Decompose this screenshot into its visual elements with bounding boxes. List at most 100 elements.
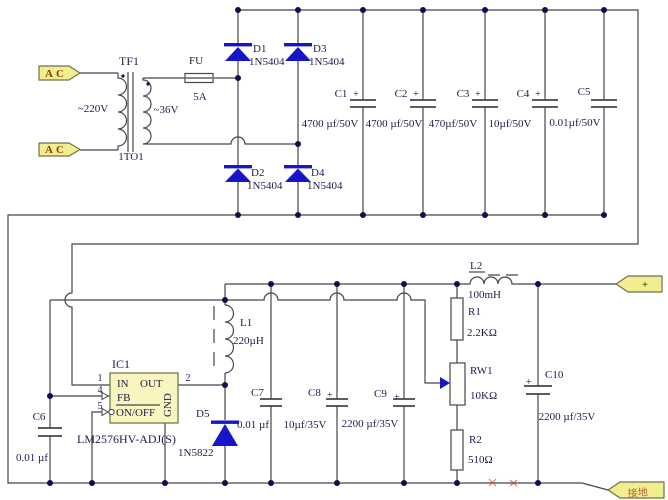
pin2-number: 2 bbox=[186, 373, 191, 384]
c8-polarity: + bbox=[327, 390, 333, 401]
d4-cathode-bar bbox=[284, 165, 312, 169]
red-artifact-marks bbox=[488, 478, 518, 487]
dc-negative-tag bbox=[607, 481, 665, 499]
fuse-fu: FU 5A bbox=[184, 55, 214, 103]
output-cap-column-wires bbox=[270, 284, 405, 483]
d1-cathode-bar bbox=[224, 43, 252, 47]
ic1-ref: IC1 bbox=[112, 357, 130, 371]
c7-plates-icon bbox=[260, 398, 282, 407]
bridge-rectifier bbox=[224, 43, 312, 182]
rw1-wiper-arrow-icon bbox=[440, 377, 450, 389]
c7-value: 0.01 µf bbox=[237, 419, 269, 431]
red-mark-icon bbox=[488, 478, 497, 487]
dc-positive-label: + bbox=[642, 279, 648, 291]
c8-ref: C8 bbox=[308, 387, 321, 399]
c4-value: 10µf/50V bbox=[488, 118, 531, 130]
r2-ref: R2 bbox=[469, 434, 482, 446]
inductor-l2: L2 100mH bbox=[468, 260, 518, 301]
secondary-voltage-label: ~36V bbox=[154, 104, 179, 116]
pin4-number: 4 bbox=[98, 385, 103, 396]
ic1-pin-gnd-label: GND bbox=[162, 393, 174, 417]
l1-ref: L1 bbox=[240, 317, 252, 329]
r2-body-icon bbox=[450, 429, 464, 471]
pin5-number: 5 bbox=[98, 401, 103, 412]
l1-value: 220µH bbox=[233, 335, 264, 347]
c4-polarity: + bbox=[535, 89, 541, 100]
c6-ref: C6 bbox=[33, 411, 46, 423]
secondary-bottom-wire bbox=[143, 136, 298, 145]
filter-cap-column-wires bbox=[362, 10, 605, 215]
onoff-pin-wire bbox=[91, 411, 110, 483]
ac-top-tag bbox=[38, 65, 81, 81]
c1-value: 4700 µf/50V bbox=[302, 118, 359, 130]
ac-bottom-tag bbox=[38, 142, 81, 157]
c5-value: 0.01µf/50V bbox=[549, 117, 600, 129]
c4-ref: C4 bbox=[517, 88, 530, 100]
d1-ref: D1 bbox=[253, 43, 266, 55]
primary-coil-icon bbox=[117, 73, 128, 150]
c10-ref: C10 bbox=[545, 369, 564, 381]
r1-body-icon bbox=[450, 297, 464, 341]
c10-value: 2200 µf/35V bbox=[539, 411, 596, 423]
c5-ref: C5 bbox=[578, 86, 591, 98]
c1-ref: C1 bbox=[335, 88, 348, 100]
c1-polarity: + bbox=[353, 89, 359, 100]
d2-cathode-bar bbox=[224, 165, 252, 169]
core-lines-icon bbox=[127, 72, 134, 152]
wires bbox=[7, 9, 639, 491]
d2-ref: D2 bbox=[251, 167, 264, 179]
l1-coil-icon bbox=[224, 304, 235, 374]
l2-value: 100mH bbox=[468, 289, 501, 301]
winding-note-label: 1TO1 bbox=[118, 151, 143, 163]
fuse-rating: 5A bbox=[193, 91, 207, 103]
secondary-phase-dot bbox=[146, 82, 150, 86]
dc-positive-tag bbox=[615, 275, 663, 293]
c2-polarity: + bbox=[413, 89, 419, 100]
ic1-pin-in-label: IN bbox=[117, 378, 129, 390]
l2-ref: L2 bbox=[470, 260, 482, 272]
feedback-divider: R1 2.2KΩ RW1 10KΩ R2 510Ω bbox=[440, 297, 497, 471]
c9-plates-icon bbox=[393, 398, 415, 407]
c7-ref: C7 bbox=[251, 387, 264, 399]
transformer-ref: TF1 bbox=[119, 54, 139, 68]
c3-ref: C3 bbox=[457, 88, 470, 100]
fb-pin-triangle-icon bbox=[101, 391, 109, 401]
rw1-ref: RW1 bbox=[470, 365, 493, 377]
r1-value: 2.2KΩ bbox=[467, 327, 497, 339]
ic1-pin-fb-label: FB bbox=[117, 392, 130, 404]
output-capacitors: C7 0.01 µf C8 + 10µf/35V C9 + 2200 µf/35… bbox=[237, 387, 415, 431]
ac-top-label: AC bbox=[45, 68, 67, 80]
red-mark-icon bbox=[509, 479, 518, 487]
c9-value: 2200 µf/35V bbox=[342, 418, 399, 430]
rw1-value: 10KΩ bbox=[470, 390, 497, 402]
c2-ref: C2 bbox=[395, 88, 408, 100]
d4-diode-icon bbox=[285, 168, 311, 182]
c6-value: 0.01 µf bbox=[16, 452, 48, 464]
c10-polarity: + bbox=[526, 377, 532, 388]
diode-d5: D5 1N5822 bbox=[178, 408, 239, 459]
ground-frame-wire bbox=[7, 214, 609, 491]
d3-part: 1N5404 bbox=[309, 56, 345, 68]
fuse-ref: FU bbox=[189, 55, 203, 67]
c8-value: 10µf/35V bbox=[283, 419, 326, 431]
dc-negative-label: 接地 bbox=[627, 485, 648, 499]
r1-ref: R1 bbox=[468, 306, 481, 318]
c3-value: 470µf/50V bbox=[429, 118, 478, 130]
c9-ref: C9 bbox=[374, 388, 387, 400]
ac-input-tags: AC AC bbox=[38, 65, 81, 157]
c3-plates-icon bbox=[472, 99, 498, 108]
output-rail-wire bbox=[225, 276, 616, 285]
junction-dots bbox=[47, 7, 607, 486]
ic1-pin-out-label: OUT bbox=[140, 378, 163, 390]
c6-plates-icon bbox=[38, 427, 62, 437]
c3-polarity: + bbox=[475, 89, 481, 100]
c8-plates-icon bbox=[326, 398, 348, 407]
inductor-l1: L1 220µH bbox=[213, 304, 264, 374]
onoff-invert-bubble-icon bbox=[108, 408, 115, 416]
d3-ref: D3 bbox=[313, 43, 327, 55]
d1-part: 1N5404 bbox=[249, 56, 285, 68]
d5-ref: D5 bbox=[196, 408, 210, 420]
secondary-coil-icon bbox=[142, 78, 152, 145]
